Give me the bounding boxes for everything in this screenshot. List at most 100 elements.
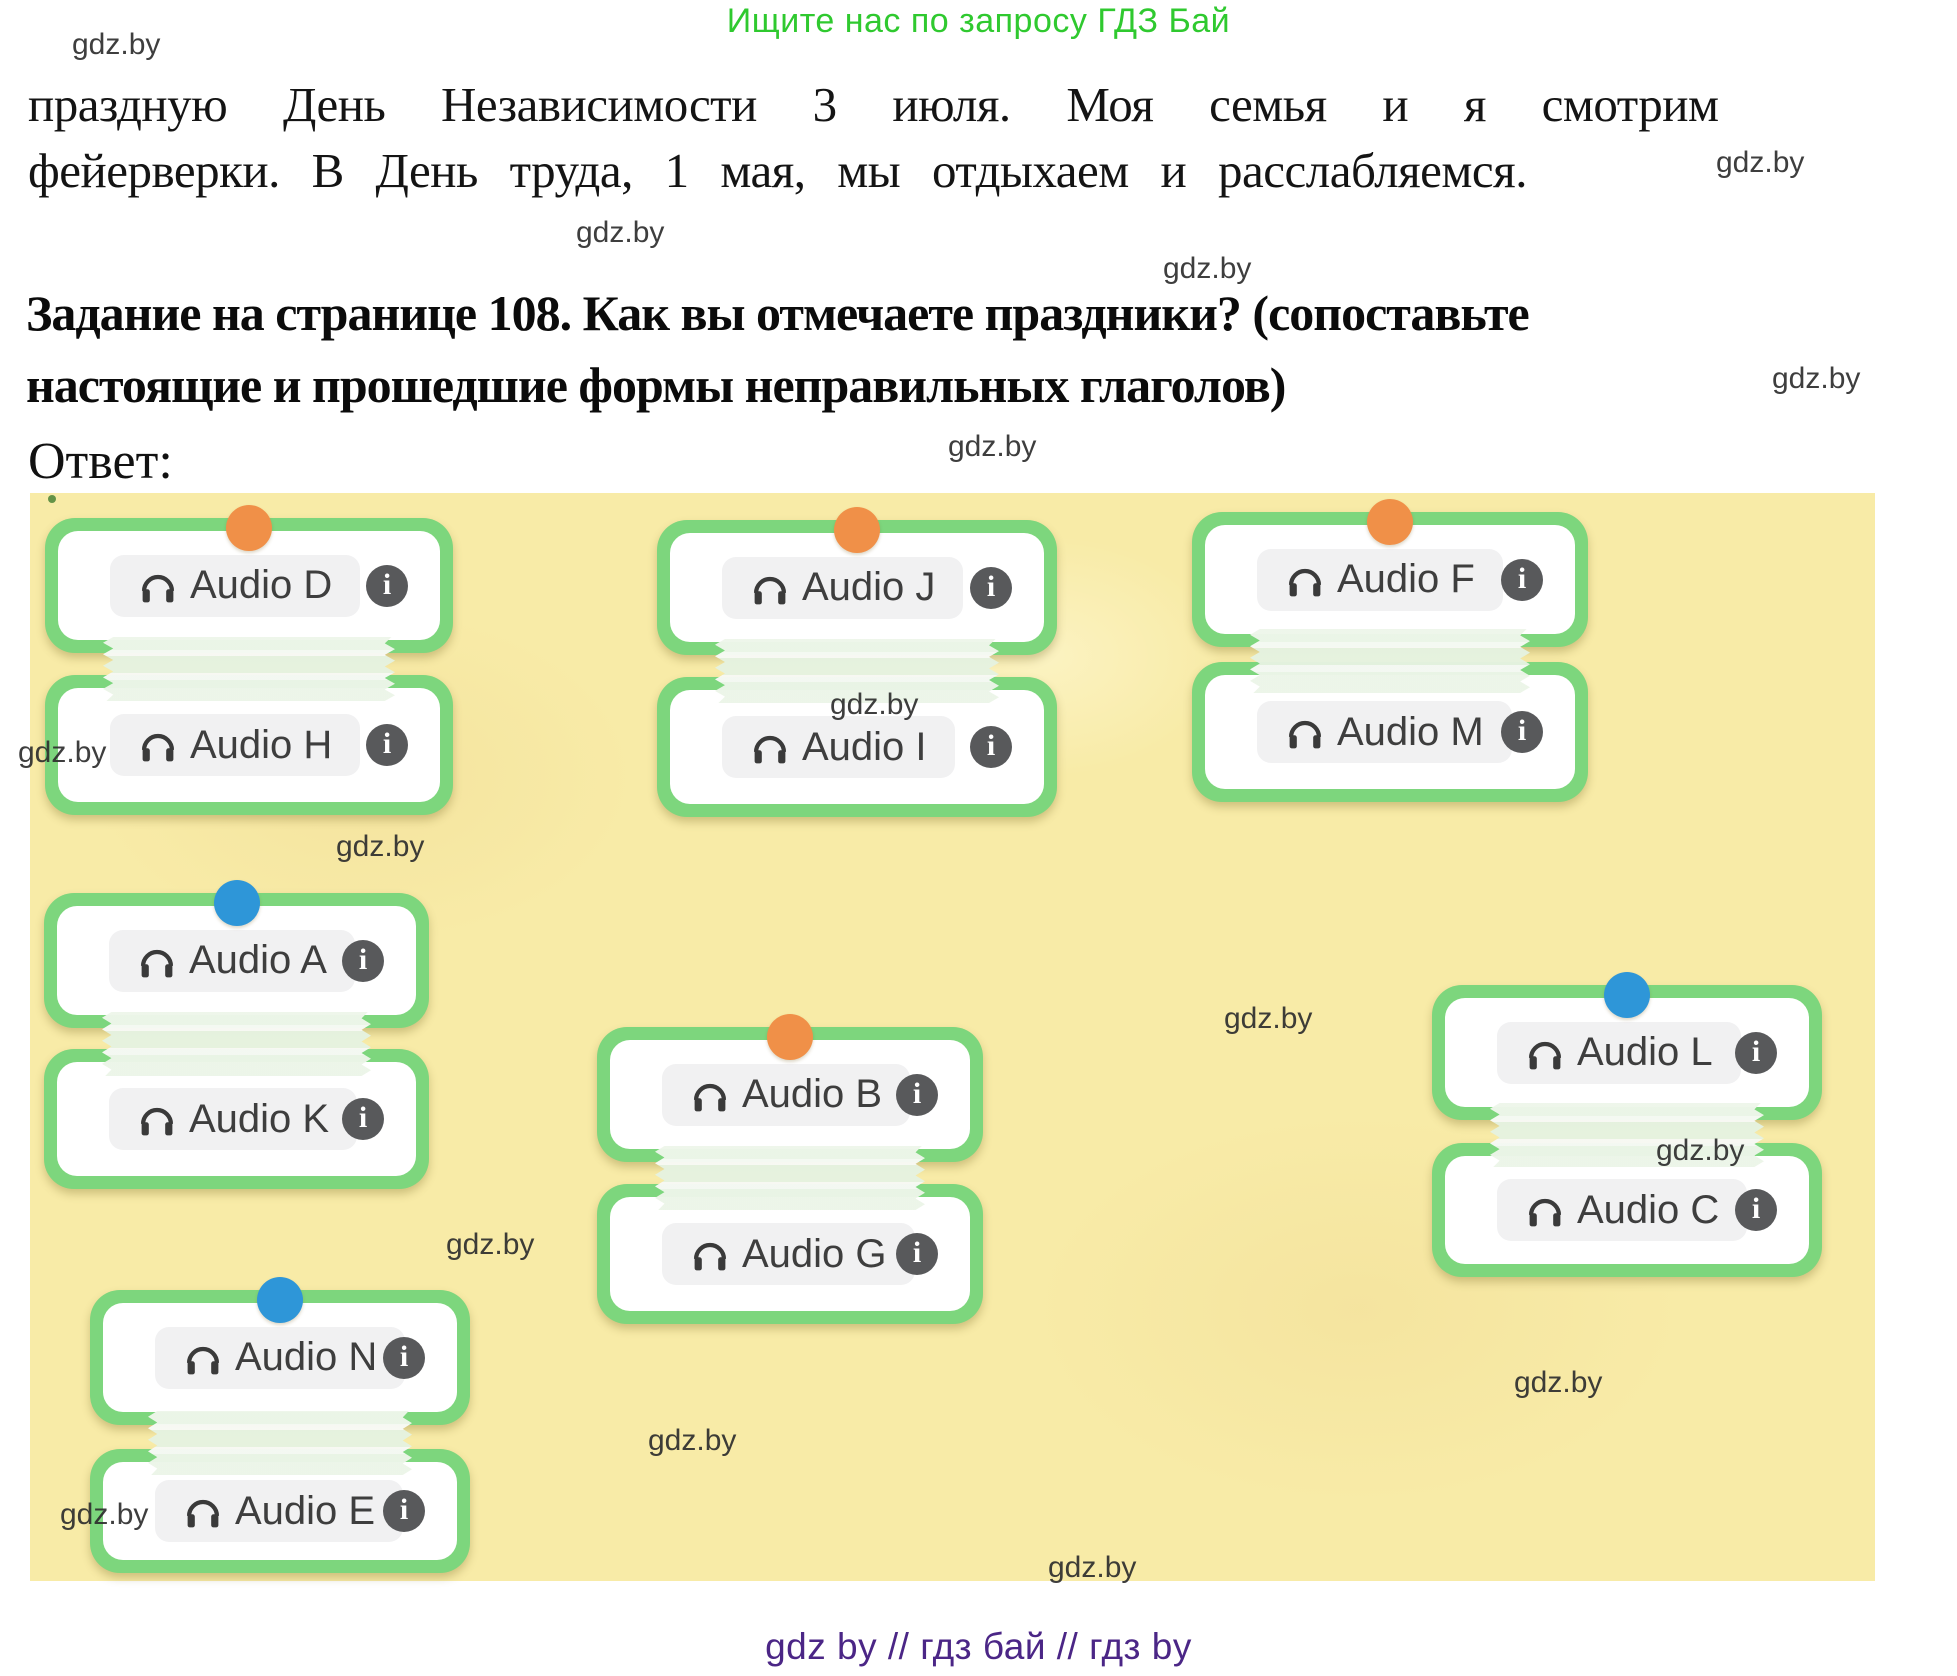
headphones-icon <box>183 1340 223 1376</box>
audio-card-inner: Audio L i <box>1445 998 1809 1107</box>
watermark: gdz.by <box>576 216 665 249</box>
audio-card-inner: Audio H i <box>58 688 440 802</box>
info-glyph: i <box>1517 561 1527 595</box>
audio-card-inner: Audio M i <box>1205 675 1575 789</box>
info-icon[interactable]: i <box>896 1073 938 1116</box>
audio-label: Audio K <box>189 1096 330 1141</box>
info-icon[interactable]: i <box>342 939 384 982</box>
info-glyph: i <box>358 1101 368 1134</box>
info-glyph: i <box>1517 714 1527 747</box>
task-heading-line-1: Задание на странице 108. Как вы отмечает… <box>26 285 1530 341</box>
match-pin-dot[interactable] <box>226 505 272 551</box>
headphones-icon <box>137 1101 177 1137</box>
pair-connector <box>1250 629 1530 693</box>
footer-seo-text: gdz by // гдз бай // гдз by <box>765 1626 1192 1667</box>
exercise-board: Audio D i Audio H i <box>30 493 1875 1581</box>
watermark: gdz.by <box>948 430 1037 463</box>
audio-label: Audio A <box>189 938 327 982</box>
info-glyph: i <box>986 729 996 762</box>
audio-play-button[interactable]: Audio D <box>110 554 361 617</box>
audio-label: Audio L <box>1577 1030 1713 1074</box>
audio-play-button[interactable]: Audio F <box>1257 548 1503 611</box>
audio-play-button[interactable]: Audio H <box>110 714 361 776</box>
pair-connector <box>148 1411 412 1475</box>
info-icon[interactable]: i <box>1501 711 1543 753</box>
audio-label: Audio H <box>190 722 333 767</box>
paragraph-line-1: праздную День Независимости 3 июля. Моя … <box>28 77 1719 132</box>
match-pin-dot[interactable] <box>834 507 880 553</box>
info-glyph: i <box>1751 1192 1761 1225</box>
pair-connector <box>103 637 395 701</box>
watermark: gdz.by <box>648 1424 737 1457</box>
audio-play-button[interactable]: Audio E <box>155 1480 404 1542</box>
audio-card: Audio L i <box>1432 985 1822 1120</box>
info-icon[interactable]: i <box>1501 558 1543 601</box>
info-icon[interactable]: i <box>342 1098 384 1140</box>
watermark: gdz.by <box>1772 362 1861 395</box>
audio-label: Audio D <box>190 563 333 607</box>
headphones-icon <box>1525 1035 1565 1071</box>
info-icon[interactable]: i <box>383 1336 425 1379</box>
headphones-icon <box>138 727 178 763</box>
info-glyph: i <box>986 569 996 603</box>
info-glyph: i <box>1751 1034 1761 1068</box>
watermark: gdz.by <box>1656 1134 1745 1167</box>
headphones-icon <box>750 729 790 765</box>
info-icon[interactable]: i <box>366 724 408 766</box>
paragraph-line-2: фейерверки. В День труда, 1 мая, мы отды… <box>28 143 1527 198</box>
headphones-icon <box>1525 1192 1565 1228</box>
audio-label: Audio M <box>1337 709 1484 754</box>
match-pin-dot[interactable] <box>1604 972 1650 1018</box>
audio-play-button[interactable]: Audio J <box>722 556 964 619</box>
audio-label: Audio J <box>802 565 936 609</box>
audio-play-button[interactable]: Audio C <box>1497 1179 1748 1241</box>
audio-play-button[interactable]: Audio M <box>1257 701 1512 763</box>
match-pin-dot[interactable] <box>257 1277 303 1323</box>
match-pin-dot[interactable] <box>213 880 260 926</box>
info-glyph: i <box>912 1076 922 1110</box>
audio-play-button[interactable]: Audio A <box>109 929 355 992</box>
watermark: gdz.by <box>72 28 161 61</box>
headphones-icon <box>138 568 178 604</box>
audio-card: Audio D i <box>45 518 453 653</box>
audio-card: Audio N i <box>90 1290 470 1425</box>
match-pin-dot[interactable] <box>1367 499 1413 545</box>
info-glyph: i <box>358 942 368 976</box>
audio-card: Audio E i <box>90 1449 470 1573</box>
audio-card-inner: Audio I i <box>670 690 1044 804</box>
watermark: gdz.by <box>1048 1551 1137 1584</box>
promo-banner: Ищите нас по запросу ГДЗ Бай <box>726 2 1231 40</box>
audio-card-inner: Audio C i <box>1445 1156 1809 1264</box>
headphones-icon <box>1285 714 1325 750</box>
headphones-icon <box>137 943 177 979</box>
task-heading-line-2: настоящие и прошедшие формы неправильных… <box>26 357 1286 413</box>
info-icon[interactable]: i <box>970 726 1012 768</box>
small-green-dot <box>48 495 56 503</box>
audio-play-button[interactable]: Audio I <box>722 716 955 778</box>
audio-play-button[interactable]: Audio N <box>155 1326 406 1389</box>
match-pin-dot[interactable] <box>767 1014 813 1060</box>
audio-card-inner: Audio E i <box>103 1462 457 1560</box>
info-glyph: i <box>399 1339 409 1373</box>
watermark: gdz.by <box>60 1498 149 1531</box>
info-icon[interactable]: i <box>366 564 408 607</box>
info-icon[interactable]: i <box>383 1490 425 1532</box>
watermark: gdz.by <box>336 830 425 863</box>
watermark: gdz.by <box>446 1228 535 1261</box>
headphones-icon <box>690 1077 730 1113</box>
audio-play-button[interactable]: Audio L <box>1497 1021 1741 1084</box>
watermark: gdz.by <box>1163 252 1252 285</box>
info-icon[interactable]: i <box>1735 1031 1777 1074</box>
info-icon[interactable]: i <box>970 566 1012 609</box>
info-glyph: i <box>912 1236 922 1269</box>
audio-label: Audio B <box>742 1072 883 1116</box>
headphones-icon <box>750 570 790 606</box>
headphones-icon <box>690 1236 730 1272</box>
info-glyph: i <box>399 1493 409 1526</box>
audio-card-inner: Audio B i <box>610 1040 970 1149</box>
audio-play-button[interactable]: Audio K <box>109 1088 358 1150</box>
info-icon[interactable]: i <box>896 1233 938 1275</box>
info-icon[interactable]: i <box>1735 1189 1777 1231</box>
audio-play-button[interactable]: Audio B <box>662 1063 911 1126</box>
audio-play-button[interactable]: Audio G <box>662 1223 915 1285</box>
